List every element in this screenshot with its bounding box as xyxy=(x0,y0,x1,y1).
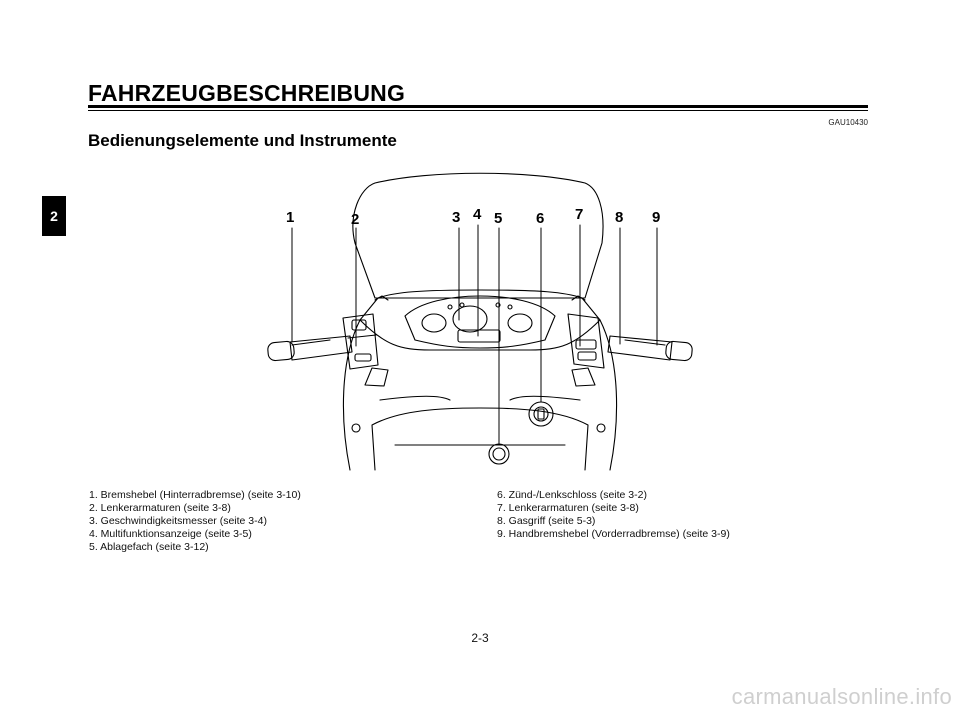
legend-item: 8. Gasgriff (seite 5-3) xyxy=(497,515,596,527)
handlebar-left xyxy=(289,335,353,361)
left-mirror-stem xyxy=(374,295,389,301)
right-lever xyxy=(624,339,666,346)
title-rule-thin xyxy=(88,110,868,111)
right-mirror-stem xyxy=(571,295,586,301)
reference-code: GAU10430 xyxy=(828,118,868,127)
right-switch-housing xyxy=(567,313,605,369)
callout-1: 1 xyxy=(286,209,294,226)
legend-right-column: 6. Zünd-/Lenkschloss (seite 3-2) 7. Lenk… xyxy=(497,489,730,541)
callout-5: 5 xyxy=(494,210,502,227)
callout-2: 2 xyxy=(351,211,359,228)
tachometer-dial xyxy=(421,313,447,333)
legend-item: 9. Handbremshebel (Vorderradbremse) (sei… xyxy=(497,528,730,540)
legend-item: 5. Ablagefach (seite 3-12) xyxy=(89,541,209,553)
right-grip xyxy=(665,340,693,362)
windshield xyxy=(352,172,604,299)
multifunction-display xyxy=(457,329,501,343)
storage-compartment xyxy=(371,407,589,471)
front-cowl xyxy=(359,289,601,351)
leg-shield xyxy=(342,319,618,471)
legend-item: 1. Bremshebel (Hinterradbremse) (seite 3… xyxy=(89,489,301,501)
callout-8: 8 xyxy=(615,209,623,226)
fuel-gauge-dial xyxy=(507,313,533,333)
callout-9: 9 xyxy=(652,209,660,226)
ignition-switch xyxy=(528,401,554,427)
storage-knob xyxy=(488,443,510,465)
section-heading: Bedienungselemente und Instrumente xyxy=(88,131,397,150)
left-lever xyxy=(291,339,331,346)
callout-4: 4 xyxy=(473,206,482,223)
chapter-tab: 2 xyxy=(42,196,66,236)
handlebar-right xyxy=(607,335,673,361)
left-switch-housing xyxy=(342,313,379,370)
legend-item: 4. Multifunktionsanzeige (seite 3-5) xyxy=(89,528,252,540)
callout-6: 6 xyxy=(536,210,544,227)
left-grip xyxy=(267,340,295,362)
legend-item: 3. Geschwindigkeitsmesser (seite 3-4) xyxy=(89,515,267,527)
callout-7: 7 xyxy=(575,206,583,223)
legend-item: 2. Lenkerarmaturen (seite 3-8) xyxy=(89,502,231,514)
instrument-cluster xyxy=(404,295,556,349)
legend-item: 6. Zünd-/Lenkschloss (seite 3-2) xyxy=(497,489,647,501)
callout-leaders xyxy=(291,224,658,445)
watermark: carmanualsonline.info xyxy=(731,684,952,709)
legend-left-column: 1. Bremshebel (Hinterradbremse) (seite 3… xyxy=(89,489,301,554)
title-rule xyxy=(88,105,868,108)
speedometer-dial xyxy=(452,305,488,333)
legend-item: 7. Lenkerarmaturen (seite 3-8) xyxy=(497,502,639,514)
page-number: 2-3 xyxy=(471,631,489,645)
callout-3: 3 xyxy=(452,209,460,226)
page-title: FAHRZEUGBESCHREIBUNG xyxy=(88,80,406,106)
